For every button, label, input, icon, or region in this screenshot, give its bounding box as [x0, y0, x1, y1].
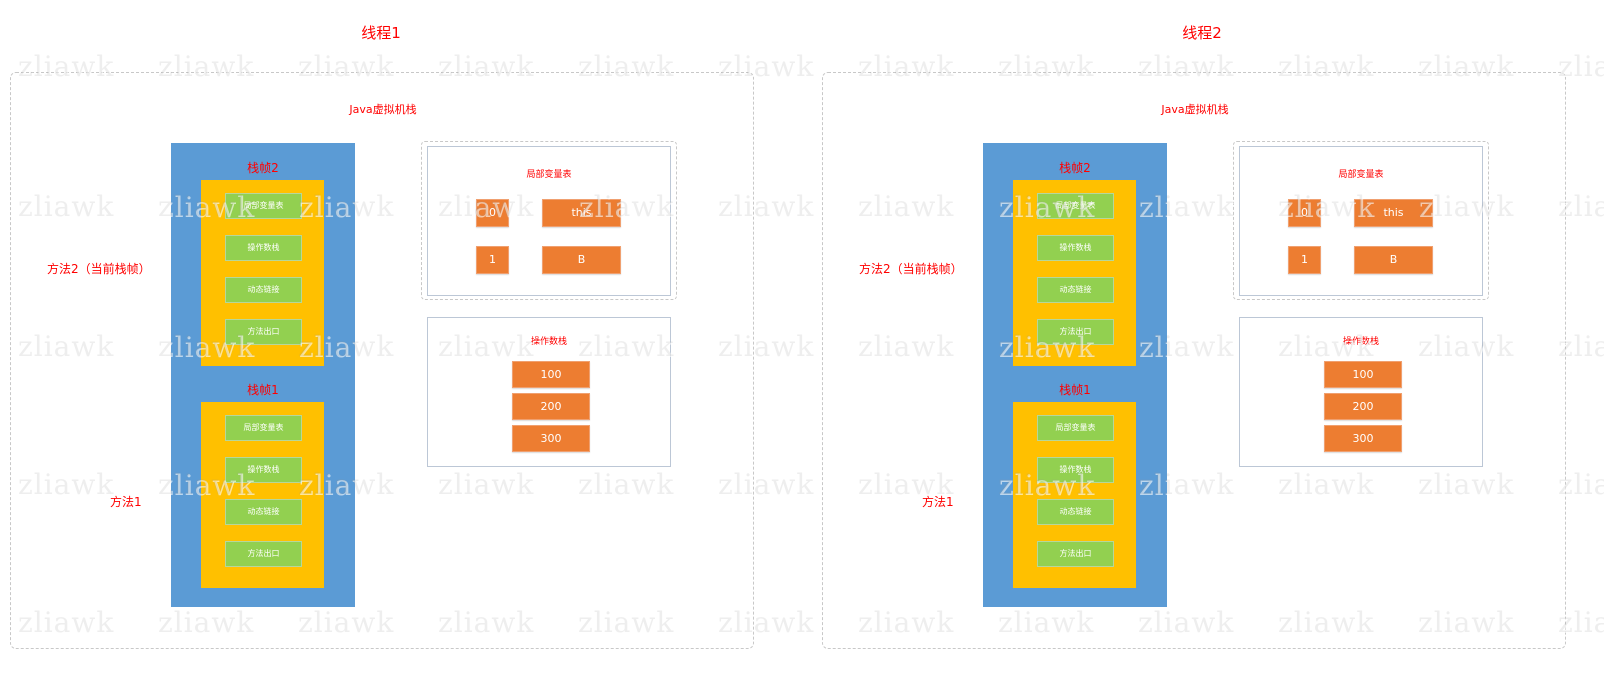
- frame-2-label: 栈帧2: [1059, 161, 1091, 175]
- lvt-index-cell: 1: [476, 246, 509, 274]
- operand-value: 300: [1324, 425, 1402, 452]
- local-variable-table-title: 局部变量表: [526, 170, 572, 180]
- lvt-index-cell: 0: [476, 199, 509, 227]
- frame-item-operand-stack: 操作数栈: [1037, 235, 1114, 261]
- lvt-value-cell: B: [542, 246, 621, 274]
- frame-item-local-vars: 局部变量表: [225, 193, 302, 219]
- thread-2-panel: Java虚拟机栈 方法2（当前栈帧） 方法1 栈帧2 局部变量表 操作数栈 动态…: [822, 72, 1566, 649]
- operand-stack-title: 操作数栈: [530, 337, 567, 347]
- method-2-label: 方法2（当前栈帧）: [47, 262, 151, 276]
- frame-item-operand-stack: 操作数栈: [225, 457, 302, 483]
- thread-1-title: 线程1: [361, 24, 401, 42]
- lvt-index-cell: 0: [1288, 199, 1321, 227]
- operand-value: 200: [1324, 393, 1402, 420]
- frame-2-label: 栈帧2: [247, 161, 279, 175]
- jvm-stack-title: Java虚拟机栈: [349, 103, 417, 116]
- stack-frame-1: 局部变量表 操作数栈 动态链接 方法出口: [201, 402, 324, 588]
- stack-frame-2: 局部变量表 操作数栈 动态链接 方法出口: [1013, 180, 1136, 366]
- frame-item-method-exit: 方法出口: [1037, 319, 1114, 345]
- operand-stack-title: 操作数栈: [1342, 337, 1379, 347]
- operand-value: 300: [512, 425, 590, 452]
- stack-frame-2: 局部变量表 操作数栈 动态链接 方法出口: [201, 180, 324, 366]
- frame-item-dynamic-link: 动态链接: [1037, 499, 1114, 525]
- frame-item-operand-stack: 操作数栈: [1037, 457, 1114, 483]
- jvm-stack-title: Java虚拟机栈: [1161, 103, 1229, 116]
- lvt-index-cell: 1: [1288, 246, 1321, 274]
- jvm-stack-column: 栈帧2 局部变量表 操作数栈 动态链接 方法出口 栈帧1 局部变量表 操作数栈 …: [171, 143, 355, 607]
- local-variable-table: 局部变量表 0 this 1 B: [427, 146, 671, 296]
- method-2-label: 方法2（当前栈帧）: [859, 262, 963, 276]
- operand-value: 100: [1324, 361, 1402, 388]
- stack-frame-1: 局部变量表 操作数栈 动态链接 方法出口: [1013, 402, 1136, 588]
- local-variable-table-frame: 局部变量表 0 this 1 B: [421, 141, 677, 300]
- lvt-value-cell: B: [1354, 246, 1433, 274]
- frame-item-method-exit: 方法出口: [1037, 541, 1114, 567]
- frame-item-dynamic-link: 动态链接: [225, 499, 302, 525]
- frame-item-dynamic-link: 动态链接: [1037, 277, 1114, 303]
- frame-item-dynamic-link: 动态链接: [225, 277, 302, 303]
- local-variable-table: 局部变量表 0 this 1 B: [1239, 146, 1483, 296]
- frame-item-method-exit: 方法出口: [225, 541, 302, 567]
- method-1-label: 方法1: [922, 495, 954, 509]
- operand-stack-panel: 操作数栈 100 200 300: [427, 317, 671, 467]
- operand-value: 200: [512, 393, 590, 420]
- frame-item-local-vars: 局部变量表: [1037, 193, 1114, 219]
- thread-2-title: 线程2: [1182, 24, 1222, 42]
- method-1-label: 方法1: [110, 495, 142, 509]
- local-variable-table-frame: 局部变量表 0 this 1 B: [1233, 141, 1489, 300]
- thread-1-panel: Java虚拟机栈 方法2（当前栈帧） 方法1 栈帧2 局部变量表 操作数栈 动态…: [10, 72, 754, 649]
- operand-stack-panel: 操作数栈 100 200 300: [1239, 317, 1483, 467]
- operand-value: 100: [512, 361, 590, 388]
- local-variable-table-title: 局部变量表: [1338, 170, 1384, 180]
- jvm-stack-column: 栈帧2 局部变量表 操作数栈 动态链接 方法出口 栈帧1 局部变量表 操作数栈 …: [983, 143, 1167, 607]
- frame-item-method-exit: 方法出口: [225, 319, 302, 345]
- frame-1-label: 栈帧1: [247, 383, 279, 397]
- frame-item-local-vars: 局部变量表: [1037, 415, 1114, 441]
- frame-item-operand-stack: 操作数栈: [225, 235, 302, 261]
- frame-item-local-vars: 局部变量表: [225, 415, 302, 441]
- lvt-value-cell: this: [542, 199, 621, 227]
- lvt-value-cell: this: [1354, 199, 1433, 227]
- frame-1-label: 栈帧1: [1059, 383, 1091, 397]
